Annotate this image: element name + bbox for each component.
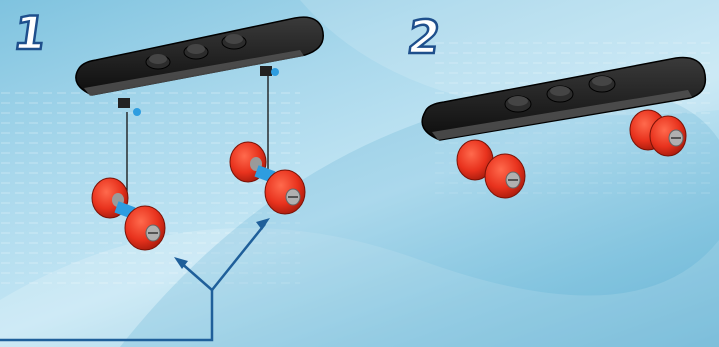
skateboard-deck-icon: [75, 16, 324, 116]
pointer-arrow-icon: [0, 218, 270, 342]
assembled-skateboard-icon: [421, 56, 707, 199]
wheel-pair-icon: [229, 141, 306, 215]
wheel-pair-icon: [91, 177, 166, 251]
